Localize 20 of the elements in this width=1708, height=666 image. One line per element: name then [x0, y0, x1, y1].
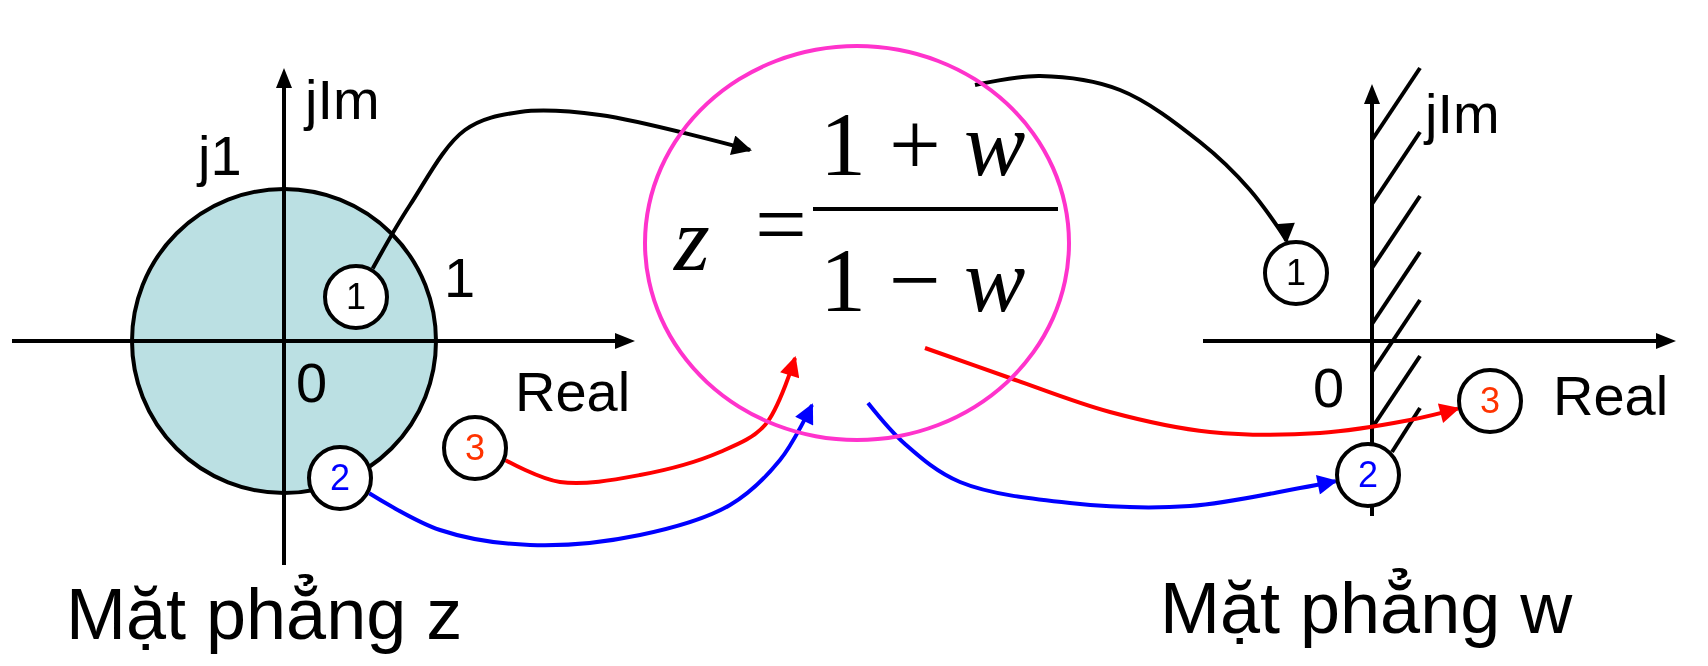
axis-label: Real: [1553, 368, 1669, 424]
arrow: [866, 401, 1338, 510]
denominator: 1 − w: [820, 234, 1026, 326]
arrow: [504, 356, 800, 486]
arrow: [924, 346, 1460, 437]
numerator: 1 + w: [820, 98, 1026, 190]
numbered-circle: 3: [1457, 368, 1523, 434]
arrow: [370, 108, 752, 270]
tick-label: 1: [444, 250, 476, 306]
origin-label: 0: [296, 355, 328, 411]
arrow: [368, 403, 814, 548]
formula-variable: z: [674, 193, 710, 285]
origin-label: 0: [1313, 360, 1345, 416]
numbered-circle: 1: [1263, 240, 1329, 306]
equals-sign: =: [755, 178, 807, 270]
formula-ellipse: [643, 44, 1071, 442]
arrow: [974, 74, 1295, 244]
numbered-circle: 3: [442, 415, 508, 481]
numbered-circle: 2: [1335, 442, 1401, 508]
axis-label: Real: [515, 364, 631, 420]
